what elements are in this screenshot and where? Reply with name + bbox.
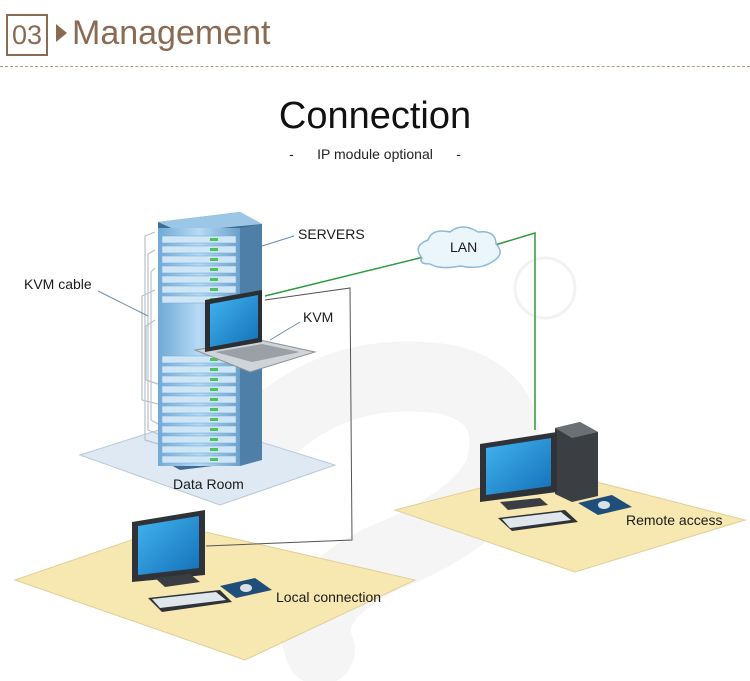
section-header: 03 Management bbox=[0, 0, 750, 68]
servers-leader-line bbox=[261, 235, 295, 247]
local-mouse-pad bbox=[220, 578, 272, 598]
kvm-leader-line bbox=[269, 321, 301, 341]
remote-mouse-pad bbox=[578, 495, 632, 515]
rack-unit bbox=[161, 245, 237, 254]
rack-unit bbox=[161, 435, 237, 444]
lan-network-line bbox=[264, 252, 441, 297]
label-data-room: Data Room bbox=[173, 476, 244, 492]
rack-unit-led bbox=[210, 238, 218, 241]
diagram-title: Connection bbox=[278, 95, 472, 137]
rack-unit bbox=[161, 235, 237, 244]
rack-unit-led bbox=[210, 428, 218, 431]
header-divider bbox=[0, 66, 750, 67]
rack-units bbox=[161, 235, 237, 464]
rack-unit bbox=[161, 365, 237, 374]
rack-unit bbox=[161, 425, 237, 434]
rack-unit bbox=[161, 395, 237, 404]
rack-unit bbox=[161, 265, 237, 274]
label-remote-access: Remote access bbox=[626, 512, 722, 528]
rack-unit bbox=[161, 375, 237, 384]
kvm-cable-leader-line bbox=[97, 290, 149, 317]
rack-unit bbox=[161, 415, 237, 424]
local-monitor bbox=[132, 510, 205, 587]
rack-unit-led bbox=[210, 288, 218, 291]
rack-unit-led bbox=[210, 258, 218, 261]
rack-unit bbox=[161, 385, 237, 394]
rack-unit bbox=[161, 255, 237, 264]
rack-unit bbox=[161, 275, 237, 284]
rack-unit bbox=[161, 445, 237, 454]
rack-unit bbox=[161, 405, 237, 414]
rack-unit-led bbox=[210, 458, 218, 461]
rack-unit-led bbox=[210, 278, 218, 281]
remote-keyboard bbox=[498, 510, 578, 531]
section-title: Management bbox=[72, 14, 271, 52]
remote-monitor bbox=[480, 432, 557, 510]
section-number: 03 bbox=[6, 14, 48, 56]
local-keyboard bbox=[148, 590, 232, 612]
label-kvm: KVM bbox=[303, 309, 333, 325]
label-servers: SERVERS bbox=[298, 226, 365, 242]
rack-unit-led bbox=[210, 248, 218, 251]
remote-tower bbox=[555, 422, 598, 502]
rack-unit bbox=[161, 285, 237, 294]
local-kvm-cable bbox=[205, 287, 353, 547]
kvm-console bbox=[193, 290, 317, 373]
rack-unit-led bbox=[210, 398, 218, 401]
diagram-subtitle: - IP module optional - bbox=[289, 146, 461, 162]
rack-unit-led bbox=[210, 418, 218, 421]
label-kvm-cable: KVM cable bbox=[24, 276, 92, 292]
rack-unit-led bbox=[210, 438, 218, 441]
rack-unit-led bbox=[210, 358, 218, 361]
rack-unit-led bbox=[210, 268, 218, 271]
rack-unit bbox=[161, 455, 237, 464]
rack-unit-led bbox=[210, 368, 218, 371]
label-local-connection: Local connection bbox=[276, 589, 381, 605]
rack-unit-led bbox=[210, 378, 218, 381]
rack-unit-led bbox=[210, 408, 218, 411]
rack-unit-led bbox=[210, 388, 218, 391]
kvm-cable-bundle bbox=[141, 231, 159, 445]
remote-network-line bbox=[494, 231, 536, 430]
label-lan: LAN bbox=[450, 239, 477, 255]
section-arrow-icon bbox=[56, 24, 67, 42]
lan-cloud-icon bbox=[417, 226, 501, 269]
rack-unit-led bbox=[210, 448, 218, 451]
